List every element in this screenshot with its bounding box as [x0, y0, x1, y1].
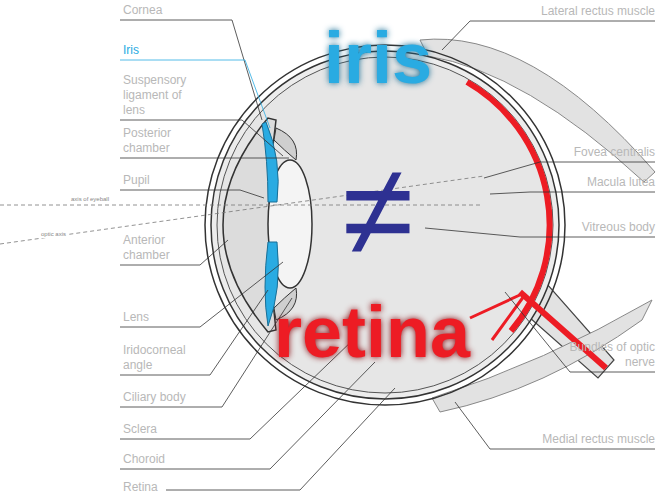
part-label: Iris [123, 43, 139, 58]
part-label: Medial rectus muscle [542, 432, 655, 447]
part-label: Bundles of optic nerve [569, 340, 655, 370]
part-label: Retina [123, 480, 158, 495]
part-label: Lateral rectus muscle [541, 4, 655, 19]
iris-shape [262, 122, 278, 202]
retina-shape [467, 82, 550, 331]
part-label: Suspensory ligament of lens [123, 73, 197, 118]
part-label: Cornea [123, 3, 162, 18]
leader-line [120, 120, 283, 156]
axis-label: axis of eyeball [70, 196, 110, 203]
part-label: Lens [123, 310, 149, 325]
part-label: Vitreous body [582, 220, 655, 235]
overlay-symbol: ≠ [342, 140, 413, 280]
part-label: Posterior chamber [123, 126, 197, 156]
part-label: Fovea centralis [574, 145, 655, 160]
retina-shape [520, 292, 606, 368]
leader-line [120, 60, 270, 128]
part-label: Macula lutea [587, 175, 655, 190]
choroid-outline [211, 51, 559, 399]
leader-line [120, 262, 283, 327]
retina-shape [470, 294, 524, 340]
vitreous-body [217, 57, 553, 393]
ciliary-body-shape [274, 128, 297, 160]
leader-line [120, 158, 289, 159]
leader-line [442, 21, 655, 50]
leader-line [120, 190, 264, 198]
part-label: Pupil [123, 173, 150, 188]
leader-line [120, 20, 262, 120]
overlay-word: iris [324, 18, 432, 98]
leader-line [120, 290, 268, 375]
leader-line [455, 402, 655, 449]
part-label: Iridocorneal angle [123, 343, 203, 373]
leader-line [120, 362, 375, 469]
axis-label: optic axis [40, 231, 67, 238]
part-label: Choroid [123, 452, 165, 467]
part-label: Anterior chamber [123, 233, 193, 263]
leader-line [505, 292, 655, 372]
part-label: Ciliary body [123, 390, 186, 405]
leader-line [490, 192, 655, 194]
overlay-word: retina [274, 292, 470, 372]
leader-line [166, 388, 395, 490]
part-label: Sclera [123, 422, 157, 437]
leader-line [120, 298, 292, 407]
